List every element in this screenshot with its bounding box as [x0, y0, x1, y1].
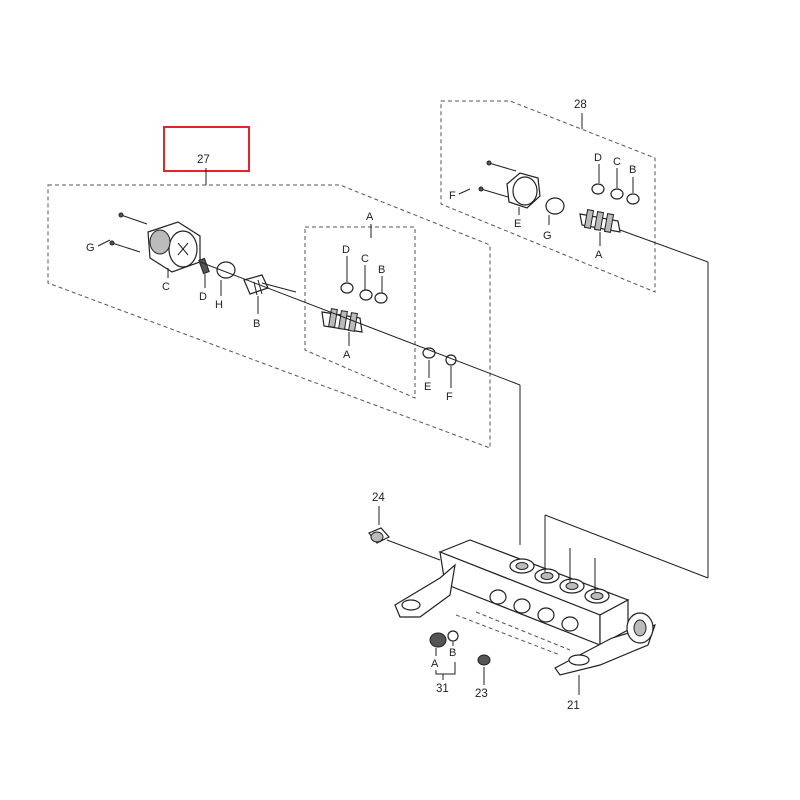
label-d-28: D: [594, 152, 602, 164]
ring-c-28-icon: [610, 188, 624, 200]
callout-23-label[interactable]: 23: [475, 688, 488, 700]
ring-g-icon: [545, 197, 565, 215]
label-c-28: C: [613, 156, 621, 168]
group-27-boundary: [47, 184, 491, 449]
screw-g-icon: [109, 212, 148, 253]
label-b2: B: [378, 264, 385, 276]
label-d: D: [199, 291, 207, 303]
label-c: C: [162, 281, 170, 293]
ring-d-28-icon: [591, 183, 605, 195]
valve-stem-b-icon: [243, 274, 297, 296]
label-a-28: A: [595, 249, 603, 261]
plug-23-icon: [477, 654, 491, 666]
callout-31-label[interactable]: 31: [436, 683, 449, 695]
label-b-body: B: [449, 647, 456, 659]
label-b-28: B: [629, 164, 636, 176]
fitting-31-icon: [429, 630, 459, 648]
pump-manifold-body-icon: [394, 539, 656, 676]
ring-b-28-icon: [626, 193, 640, 205]
ring-d-icon: [340, 282, 354, 294]
callout-21-label[interactable]: 21: [567, 700, 580, 712]
label-e: E: [424, 381, 431, 393]
label-b: B: [253, 318, 260, 330]
label-d2: D: [342, 244, 350, 256]
label-c2: C: [361, 253, 369, 265]
label-h: H: [215, 299, 223, 311]
callout-27-label[interactable]: 27: [197, 154, 210, 166]
subgroup-a-boundary: [304, 226, 416, 399]
label-g: G: [86, 242, 95, 254]
spool-a-28-icon: [579, 209, 621, 233]
screw-f-icon: [478, 160, 517, 198]
label-f-28: F: [449, 190, 456, 202]
ring-c-icon: [359, 289, 373, 301]
callout-24-label[interactable]: 24: [372, 492, 385, 504]
group-28-boundary: [440, 100, 656, 293]
cap-e-icon: [506, 172, 541, 209]
label-a-body: A: [431, 658, 439, 670]
plug-24-icon: [368, 527, 390, 544]
label-g-28: G: [543, 230, 552, 242]
spool-a-icon: [321, 308, 363, 333]
label-f: F: [446, 391, 453, 403]
label-e-28: E: [514, 218, 521, 230]
ring-b-icon: [374, 292, 388, 304]
label-a-top: A: [366, 211, 374, 223]
label-a-bottom: A: [343, 349, 351, 361]
cover-c-icon: [147, 221, 201, 273]
callout-28-label[interactable]: 28: [574, 99, 587, 111]
pin-d-icon: [198, 257, 210, 275]
ring-e-icon: [422, 347, 436, 359]
